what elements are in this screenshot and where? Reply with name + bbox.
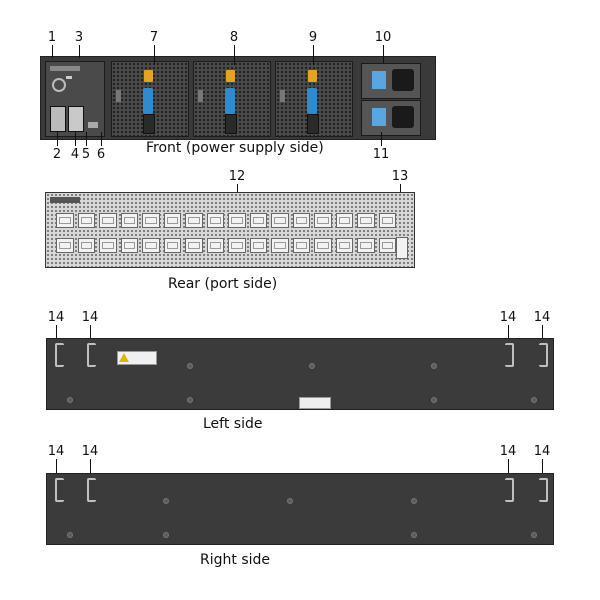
callout-10: 10 xyxy=(374,30,392,45)
callout-4: 4 xyxy=(70,147,80,162)
fan-module-2 xyxy=(193,61,271,137)
callout-14: 14 xyxy=(499,310,517,325)
screw xyxy=(163,498,169,504)
screw xyxy=(187,397,193,403)
callout-9: 9 xyxy=(308,30,318,45)
callout-7: 7 xyxy=(149,30,159,45)
leader-line xyxy=(381,132,382,146)
callout-14: 14 xyxy=(533,444,551,459)
caption-front: Front (power supply side) xyxy=(146,140,324,156)
callout-14: 14 xyxy=(81,444,99,459)
mounting-hook xyxy=(87,478,96,502)
caption-rear: Rear (port side) xyxy=(168,276,278,292)
screw xyxy=(309,363,315,369)
port-row-2 xyxy=(56,238,396,253)
leader-line xyxy=(79,45,80,58)
port-row-1 xyxy=(56,213,396,228)
leader-line xyxy=(86,132,87,146)
leader-line xyxy=(234,45,235,65)
mounting-hook xyxy=(539,478,548,502)
callout-8: 8 xyxy=(229,30,239,45)
leader-line xyxy=(508,459,509,477)
leader-line xyxy=(542,459,543,477)
callout-14: 14 xyxy=(533,310,551,325)
screw xyxy=(431,363,437,369)
mounting-hook xyxy=(87,343,96,367)
front-panel xyxy=(40,56,436,140)
management-ports xyxy=(50,106,66,132)
brand-label xyxy=(50,197,80,203)
screw xyxy=(67,397,73,403)
screw xyxy=(67,532,73,538)
mounting-hook xyxy=(505,478,514,502)
callout-1: 1 xyxy=(47,30,57,45)
power-supply-2 xyxy=(361,100,421,136)
console-ports xyxy=(68,106,84,132)
leader-line xyxy=(542,325,543,343)
callout-14: 14 xyxy=(499,444,517,459)
leader-line xyxy=(75,132,76,146)
callout-12: 12 xyxy=(228,169,246,184)
safety-label xyxy=(299,397,331,409)
screw xyxy=(411,498,417,504)
leader-line xyxy=(90,325,91,343)
leader-line xyxy=(313,45,314,65)
fan-module-3 xyxy=(275,61,353,137)
mounting-hook xyxy=(55,343,64,367)
leader-line xyxy=(90,459,91,477)
callout-14: 14 xyxy=(47,310,65,325)
mounting-hook xyxy=(505,343,514,367)
caption-right: Right side xyxy=(200,552,270,568)
screw xyxy=(531,532,537,538)
screw xyxy=(531,397,537,403)
callout-14: 14 xyxy=(81,310,99,325)
callout-14: 14 xyxy=(47,444,65,459)
mounting-hook xyxy=(539,343,548,367)
indicator-led xyxy=(66,76,72,79)
left-side-panel xyxy=(46,338,554,410)
model-label xyxy=(50,66,80,71)
fan-module-1 xyxy=(111,61,189,137)
power-button-icon xyxy=(52,78,66,92)
management-port xyxy=(396,237,408,259)
leader-line xyxy=(383,45,384,63)
control-module xyxy=(45,61,105,137)
screw xyxy=(163,532,169,538)
callout-3: 3 xyxy=(74,30,84,45)
power-supply-1 xyxy=(361,63,421,99)
leader-line xyxy=(56,459,57,477)
leader-line xyxy=(508,325,509,343)
leader-line xyxy=(154,45,155,65)
screw xyxy=(287,498,293,504)
screw xyxy=(187,363,193,369)
rear-panel xyxy=(45,192,415,268)
callout-2: 2 xyxy=(52,147,62,162)
leader-line xyxy=(57,132,58,146)
leader-line xyxy=(56,325,57,343)
callout-5: 5 xyxy=(81,147,91,162)
callout-6: 6 xyxy=(96,147,106,162)
right-side-panel xyxy=(46,473,554,545)
leader-line xyxy=(101,132,102,146)
warning-label xyxy=(117,351,157,365)
mounting-hook xyxy=(55,478,64,502)
usb-port xyxy=(88,122,98,128)
screw xyxy=(431,397,437,403)
caption-left: Left side xyxy=(203,416,263,432)
callout-13: 13 xyxy=(391,169,409,184)
callout-11: 11 xyxy=(372,147,390,162)
screw xyxy=(411,532,417,538)
leader-line xyxy=(52,45,53,58)
